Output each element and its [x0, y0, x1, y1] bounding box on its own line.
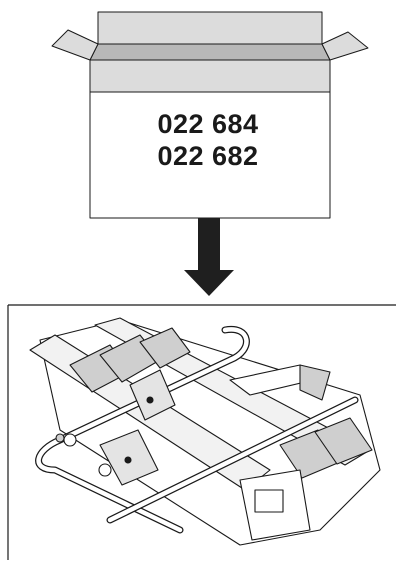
article-number-2: 022 682: [157, 141, 259, 171]
box-left-flap: [51, 29, 99, 61]
box-front-lip: [89, 59, 331, 93]
box-back-flap: [97, 11, 323, 45]
bike-carrier-icon: [29, 317, 381, 546]
box-article-numbers: 022 684 022 682: [92, 108, 324, 172]
article-number-1: 022 684: [157, 109, 259, 139]
box-front-panel: [89, 91, 331, 219]
box-inner-opening: [89, 43, 331, 61]
box-right-flap: [321, 31, 369, 61]
product-frame: [7, 304, 396, 560]
arrow-down-icon: [184, 218, 234, 296]
